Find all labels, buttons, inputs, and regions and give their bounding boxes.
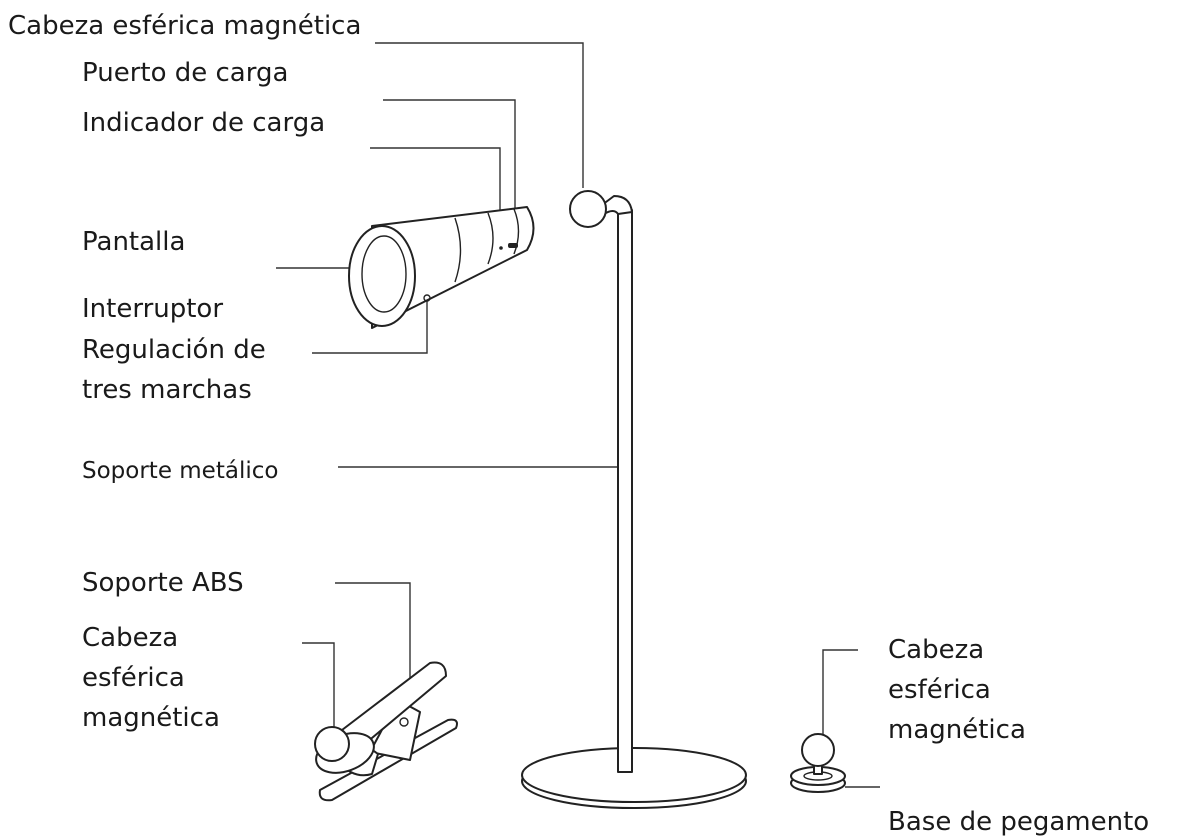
- abs-clip: [314, 661, 458, 802]
- label-cabeza-esferica-magnetica-top: Cabeza esférica magnética: [8, 11, 361, 41]
- charging-port-icon: [508, 243, 518, 248]
- leader-soporte-abs: [335, 582, 411, 680]
- label-regulacion-line1: Regulación de: [82, 335, 266, 365]
- label-right-cabeza-line2: esférica: [888, 675, 991, 705]
- magnetic-ball-head-top: [569, 190, 607, 228]
- label-soporte-abs: Soporte ABS: [82, 568, 244, 598]
- switch-button-icon: [423, 294, 431, 302]
- leader-interruptor: [312, 300, 428, 354]
- label-right-cabeza-line1: Cabeza: [888, 635, 984, 665]
- leader-clip-cabeza: [302, 642, 335, 728]
- metal-stand: [521, 190, 747, 809]
- lamp-head: [348, 206, 535, 329]
- label-clip-cabeza-line3: magnética: [82, 703, 220, 733]
- label-regulacion-line2: tres marchas: [82, 375, 252, 405]
- magnetic-ball-head-right: [801, 733, 835, 767]
- label-base-de-pegamento: Base de pegamento: [888, 807, 1149, 836]
- label-puerto-de-carga: Puerto de carga: [82, 58, 288, 88]
- label-clip-cabeza-line1: Cabeza: [82, 623, 178, 653]
- label-right-cabeza-line3: magnética: [888, 715, 1026, 745]
- label-clip-cabeza-line2: esférica: [82, 663, 185, 693]
- label-indicador-de-carga: Indicador de carga: [82, 108, 325, 138]
- label-interruptor: Interruptor: [82, 294, 223, 324]
- magnetic-ball-head-clip: [314, 726, 350, 762]
- label-pantalla: Pantalla: [82, 227, 185, 257]
- charging-indicator-icon: [499, 246, 503, 250]
- adhesive-base: [790, 733, 846, 793]
- leader-right-cabeza: [822, 649, 858, 737]
- label-soporte-metalico: Soporte metálico: [82, 458, 278, 484]
- leader-cabeza-top: [375, 42, 584, 188]
- leader-puerto: [383, 99, 516, 235]
